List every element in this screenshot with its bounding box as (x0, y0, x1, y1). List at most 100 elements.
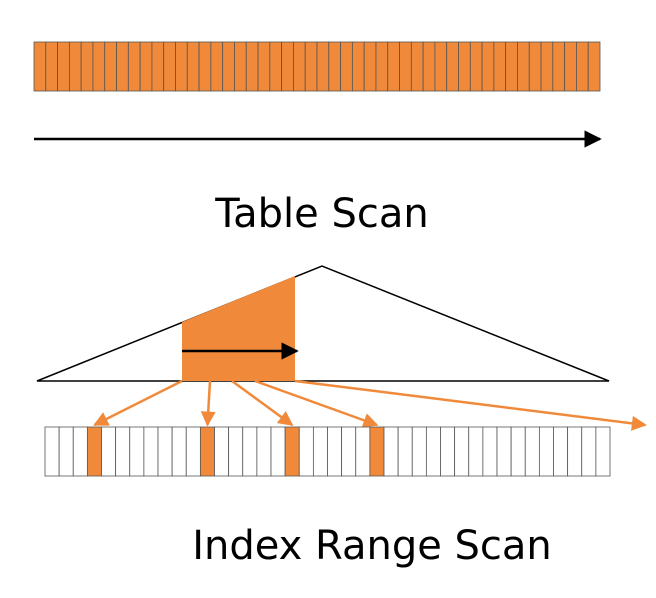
index-row-cell (298, 426, 314, 477)
index-row-cell (468, 426, 484, 477)
table-row-cell (399, 41, 412, 92)
index-row-cell (58, 426, 74, 477)
row-pointer-arrow (254, 379, 379, 428)
table-row-cell (33, 41, 47, 92)
table-row-cell (45, 41, 58, 92)
index-row-cell (341, 426, 357, 477)
table-row-cell (375, 41, 389, 92)
table-row-cell (410, 41, 424, 92)
table-row-cell (269, 41, 283, 92)
index-row-cell (143, 426, 159, 477)
index-row-cell (411, 426, 427, 477)
table-row-cell (68, 41, 82, 92)
index-row-cell (397, 426, 413, 477)
index-row-cell (115, 426, 131, 477)
index-row-cell (242, 426, 258, 477)
table-row-cell (434, 41, 448, 92)
index-row-cell (101, 426, 117, 477)
row-pointer-arrow (294, 379, 647, 431)
index-row-cell (595, 426, 611, 477)
index-row-cell (157, 426, 173, 477)
index-row-cell (355, 426, 371, 477)
index-row-cell (440, 426, 456, 477)
table-row-cell (163, 41, 176, 92)
table-row-cell (493, 41, 507, 92)
index-range-region (182, 276, 295, 381)
index-row-cell (538, 426, 554, 477)
table-row-cell (139, 41, 153, 92)
table-row-cell (92, 41, 106, 92)
table-row-cell (469, 41, 483, 92)
index-row-cell (171, 426, 187, 477)
table-row-cell (446, 41, 459, 92)
table-row-cell (151, 41, 165, 92)
table-row-cell (80, 41, 94, 92)
index-row-cell (270, 426, 286, 477)
table-row-cell (175, 41, 188, 92)
table-row-cell (387, 41, 400, 92)
index-row-cell (496, 426, 512, 477)
table-row-cell (328, 41, 341, 92)
index-tree-triangle (36, 265, 610, 382)
table-row-cell (363, 41, 377, 92)
index-row-cell (581, 426, 597, 477)
table-row-cell (505, 41, 518, 92)
table-row-cell (257, 41, 271, 92)
table-row-cell (517, 41, 530, 92)
table-row-cell (222, 41, 235, 92)
index-row-cell (72, 426, 88, 477)
row-pointer-arrow (93, 379, 183, 427)
table-scan-strip (33, 41, 601, 92)
index-row-cell (383, 426, 399, 477)
index-row-cell (256, 426, 272, 477)
table-row-cell (293, 41, 306, 92)
index-row-cell (228, 426, 244, 477)
table-scan-label: Table Scan (214, 191, 428, 237)
index-row-cell-matched (199, 426, 215, 477)
table-row-cell (316, 41, 330, 92)
row-pointer-arrow (200, 380, 216, 427)
table-row-cell (576, 41, 589, 92)
index-row-cell (567, 426, 583, 477)
table-row-cell (210, 41, 224, 92)
table-row-cell (304, 41, 318, 92)
index-row-cell (524, 426, 540, 477)
table-row-cell (528, 41, 542, 92)
table-row-cell (458, 41, 471, 92)
table-row-cell (422, 41, 436, 92)
table-row-cell (127, 41, 141, 92)
table-row-cell (587, 41, 601, 92)
index-range-scan-label: Index Range Scan (192, 523, 552, 569)
row-pointer-arrows (93, 379, 647, 431)
table-row-cell (281, 41, 294, 92)
index-row-cell (510, 426, 526, 477)
table-row-cell (57, 41, 70, 92)
index-row-cell (44, 426, 60, 477)
row-pointer-arrow (231, 379, 294, 427)
index-row-cell (129, 426, 145, 477)
index-row-cell (425, 426, 441, 477)
index-row-cell (553, 426, 569, 477)
table-row-cell (104, 41, 117, 92)
table-row-cell (481, 41, 495, 92)
index-row-cell-matched (284, 426, 300, 477)
index-row-cell (482, 426, 498, 477)
index-row-cell-matched (369, 426, 385, 477)
table-row-cell (540, 41, 554, 92)
index-row-cell (214, 426, 230, 477)
table-row-cell (552, 41, 566, 92)
table-row-cell (564, 41, 577, 92)
index-scan-strip (44, 426, 611, 477)
index-row-cell-matched (86, 426, 102, 477)
table-row-cell (186, 41, 200, 92)
index-row-cell (185, 426, 201, 477)
index-row-cell (454, 426, 470, 477)
table-row-cell (351, 41, 365, 92)
table-row-cell (116, 41, 129, 92)
index-row-cell (327, 426, 343, 477)
table-row-cell (245, 41, 259, 92)
table-row-cell (234, 41, 247, 92)
table-row-cell (340, 41, 353, 92)
table-row-cell (198, 41, 212, 92)
